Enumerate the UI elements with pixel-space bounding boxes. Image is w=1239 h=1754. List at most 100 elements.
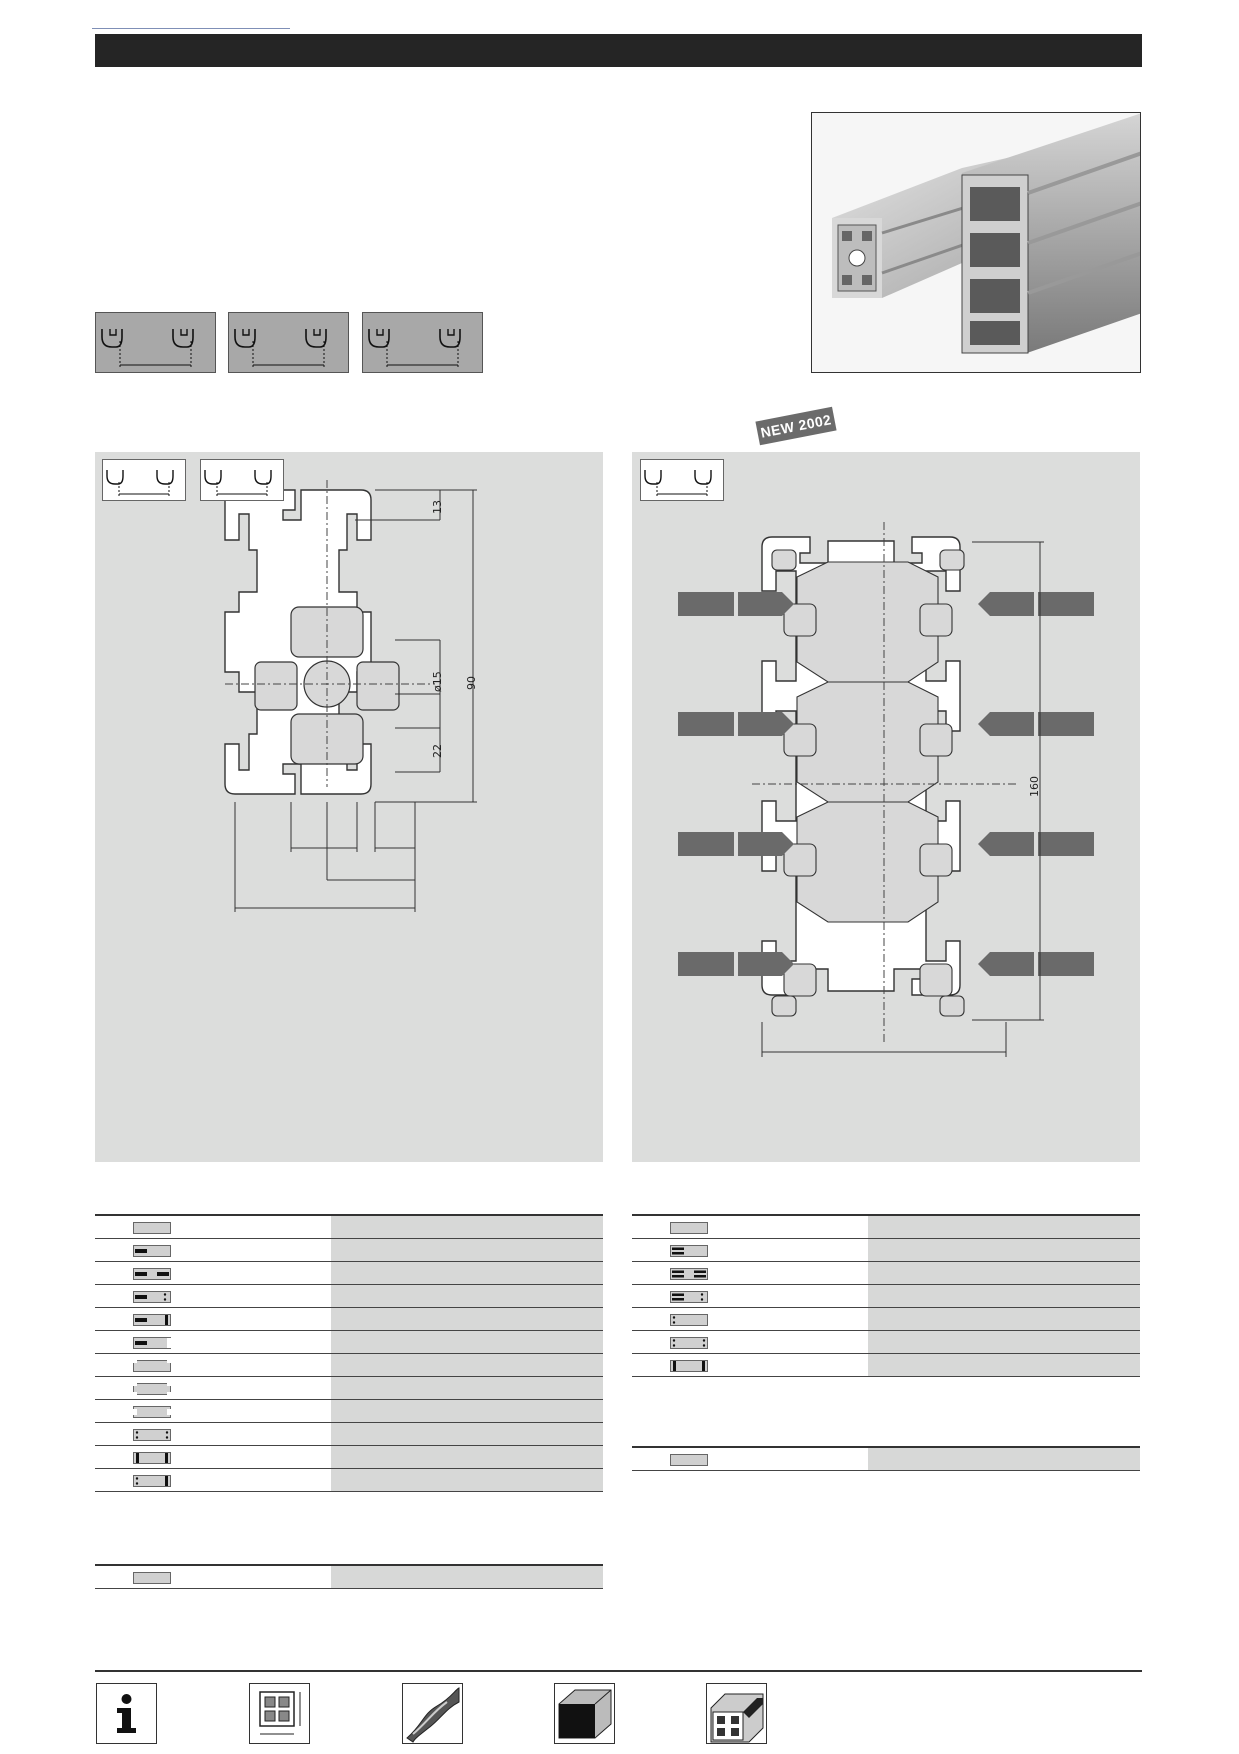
table-row xyxy=(632,1239,1140,1262)
table-top-rule xyxy=(95,1564,603,1566)
holes-both-ends-icon xyxy=(670,1336,708,1354)
table-row xyxy=(95,1239,603,1262)
double-slot-both-ends-icon xyxy=(670,1267,708,1285)
right-profile-panel: 160 xyxy=(632,452,1140,1162)
dim-90: 90 xyxy=(465,676,478,690)
right-slot-icon xyxy=(640,459,724,501)
two-slot-ends-icon xyxy=(133,1267,171,1285)
left-spec-table xyxy=(95,1214,603,1492)
dim-15: ø15 xyxy=(431,671,444,692)
table-row xyxy=(632,1262,1140,1285)
right-extra-rows xyxy=(632,1448,1140,1471)
left-slot-icon-2 xyxy=(200,459,284,501)
footer-rule xyxy=(95,1670,1142,1672)
slot-type-tile xyxy=(362,312,483,373)
table-value-cell xyxy=(868,1262,1140,1284)
top-link-rule xyxy=(92,28,290,29)
table-row xyxy=(95,1308,603,1331)
right-profile-drawing: 160 xyxy=(678,522,1094,1057)
table-top-rule xyxy=(632,1446,1140,1448)
slot-profile-icon xyxy=(101,329,194,369)
table-top-rule xyxy=(95,1214,603,1216)
table-value-cell xyxy=(331,1377,603,1399)
table-value-cell xyxy=(331,1469,603,1491)
slot-profile-icon xyxy=(106,470,174,498)
info-glyph xyxy=(117,1694,136,1733)
table-row xyxy=(632,1216,1140,1239)
table-value-cell xyxy=(331,1239,603,1261)
plain-bar-icon xyxy=(670,1221,708,1239)
table-value-cell xyxy=(331,1423,603,1445)
table-row xyxy=(95,1566,603,1589)
table-row xyxy=(95,1469,603,1492)
double-slot-end-icon xyxy=(670,1244,708,1262)
left-extra-rows xyxy=(95,1566,603,1589)
holes-left-icon xyxy=(670,1313,708,1331)
dim-160: 160 xyxy=(1028,776,1041,797)
table-value-cell xyxy=(331,1566,603,1588)
left-extra-table xyxy=(95,1564,603,1589)
new-badge: NEW 2002 xyxy=(755,406,837,446)
profile-photo-illustration xyxy=(812,113,1140,372)
profile-dimension-icon[interactable] xyxy=(249,1683,310,1744)
bars-both-ends-icon xyxy=(670,1359,708,1377)
table-value-cell xyxy=(868,1216,1140,1238)
table-value-cell xyxy=(331,1331,603,1353)
slot-profile-icon xyxy=(644,470,712,498)
table-row xyxy=(632,1354,1140,1377)
plain-bar-icon xyxy=(133,1221,171,1239)
left-slot-icon-1 xyxy=(102,459,186,501)
dim-13: 13 xyxy=(431,500,444,514)
right-table-rows xyxy=(632,1216,1140,1377)
table-value-cell xyxy=(331,1285,603,1307)
slot-and-bar-icon xyxy=(133,1313,171,1331)
table-row xyxy=(95,1423,603,1446)
wide-notched-bar-icon xyxy=(133,1405,171,1423)
table-row xyxy=(95,1262,603,1285)
slot-type-tile xyxy=(228,312,349,373)
info-icon[interactable] xyxy=(96,1683,157,1744)
table-row xyxy=(95,1216,603,1239)
table-value-cell xyxy=(868,1239,1140,1261)
table-row xyxy=(95,1377,603,1400)
left-profile-drawing: 13 ø15 90 22 xyxy=(224,480,478,912)
table-value-cell xyxy=(331,1400,603,1422)
profile-corner-icon[interactable] xyxy=(706,1683,767,1744)
table-value-cell xyxy=(331,1308,603,1330)
holes-and-bars-icon xyxy=(133,1474,171,1492)
right-spec-table xyxy=(632,1214,1140,1377)
table-row xyxy=(95,1446,603,1469)
table-value-cell xyxy=(331,1354,603,1376)
slot-profile-icon xyxy=(204,470,272,498)
bars-both-ends-icon xyxy=(133,1451,171,1469)
table-row xyxy=(95,1400,603,1423)
table-value-cell xyxy=(868,1308,1140,1330)
notched-bar-icon xyxy=(133,1359,171,1377)
table-value-cell xyxy=(868,1354,1140,1376)
slot-profile-icon xyxy=(368,329,461,369)
table-row xyxy=(95,1285,603,1308)
slot-type-tile xyxy=(95,312,216,373)
left-profile-panel: 13 ø15 90 22 xyxy=(95,452,603,1162)
table-value-cell xyxy=(868,1285,1140,1307)
table-value-cell xyxy=(868,1331,1140,1353)
slot-and-holes-icon xyxy=(133,1290,171,1308)
table-top-rule xyxy=(632,1214,1140,1216)
slot-profile-icon xyxy=(234,329,327,369)
single-slot-end-icon xyxy=(133,1244,171,1262)
plain-bar-icon xyxy=(670,1453,708,1471)
table-value-cell xyxy=(331,1446,603,1468)
twisted-profile-icon[interactable] xyxy=(402,1683,463,1744)
table-row xyxy=(95,1331,603,1354)
table-row xyxy=(632,1331,1140,1354)
profile-end-cap-icon[interactable] xyxy=(554,1683,615,1744)
table-row xyxy=(95,1354,603,1377)
double-notched-bar-icon xyxy=(133,1382,171,1400)
table-row xyxy=(632,1308,1140,1331)
slot-notch-icon xyxy=(133,1336,171,1354)
holes-both-ends-icon xyxy=(133,1428,171,1446)
table-row xyxy=(632,1285,1140,1308)
header-bar xyxy=(95,34,1142,67)
dim-22: 22 xyxy=(431,744,444,758)
table-value-cell xyxy=(331,1262,603,1284)
